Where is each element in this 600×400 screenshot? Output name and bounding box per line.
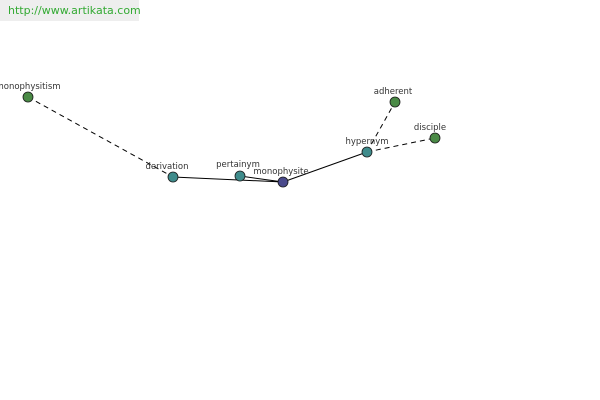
node-disciple[interactable] bbox=[429, 132, 441, 144]
url-banner: http://www.artikata.com bbox=[0, 0, 141, 21]
node-label-adherent: adherent bbox=[374, 87, 413, 97]
edge-derivation-monophysite bbox=[172, 176, 284, 183]
edge-monophysite-hypernym bbox=[282, 151, 368, 183]
node-monophysite[interactable] bbox=[277, 176, 289, 188]
node-label-monophysitism: monophysitism bbox=[0, 82, 61, 92]
node-label-pertainym: pertainym bbox=[216, 160, 260, 170]
edge-layer bbox=[27, 96, 436, 183]
node-hypernym[interactable] bbox=[361, 146, 373, 158]
node-label-disciple: disciple bbox=[414, 123, 446, 133]
node-label-derivation: derivation bbox=[145, 162, 188, 172]
node-derivation[interactable] bbox=[167, 171, 179, 183]
node-pertainym[interactable] bbox=[234, 170, 246, 182]
node-label-monophysite: monophysite bbox=[253, 167, 308, 177]
node-monophysitism[interactable] bbox=[22, 91, 34, 103]
edge-monophysitism-derivation bbox=[27, 96, 174, 178]
url-link[interactable]: http://www.artikata.com bbox=[8, 4, 141, 17]
edge-pertainym-monophysite bbox=[239, 175, 284, 183]
node-adherent[interactable] bbox=[389, 96, 401, 108]
edge-hypernym-disciple bbox=[366, 137, 436, 153]
edge-hypernym-adherent bbox=[366, 101, 396, 153]
node-layer: monophysitism derivation pertainymmonophys… bbox=[0, 82, 446, 188]
node-label-hypernym: hypernym bbox=[345, 137, 388, 147]
